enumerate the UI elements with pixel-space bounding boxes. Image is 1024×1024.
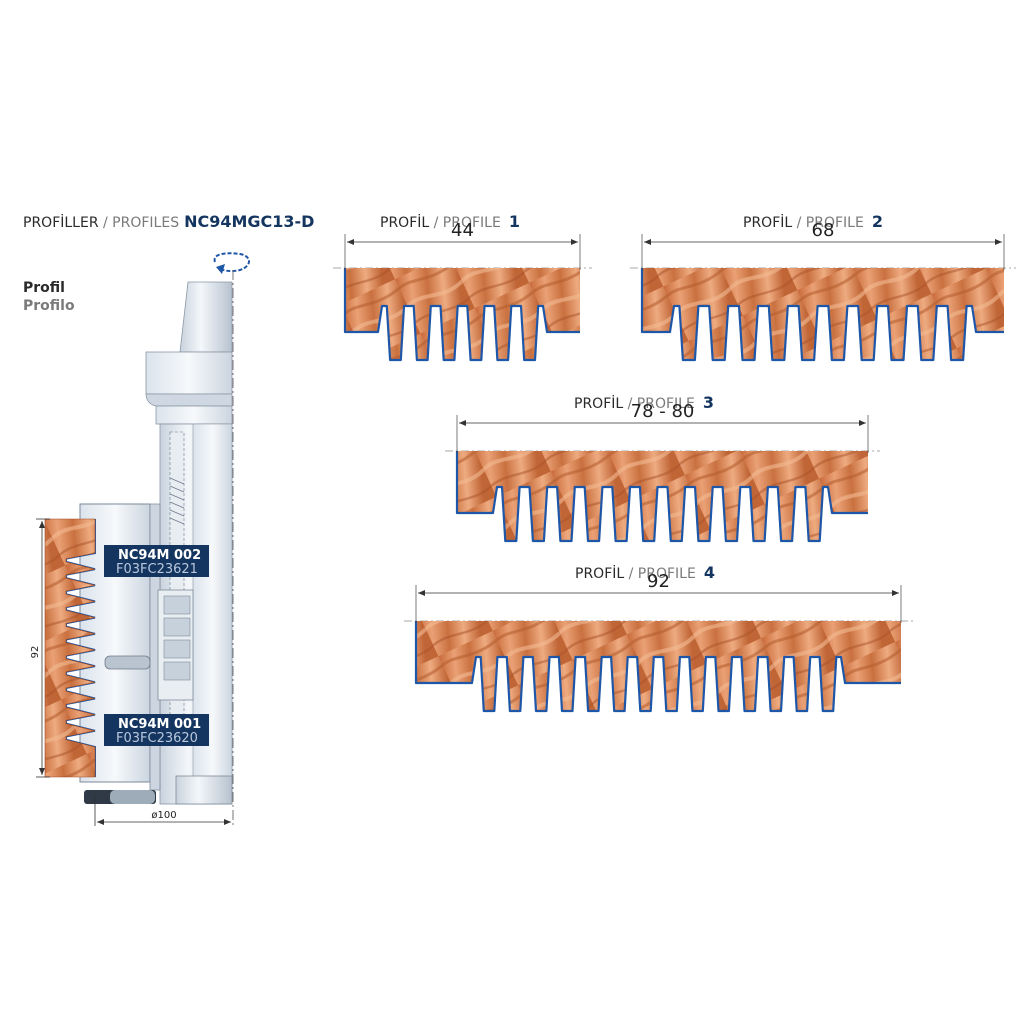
height-dimension: 92	[30, 646, 41, 659]
diameter-dimension: ø100	[151, 810, 176, 821]
profile-4-edge	[414, 621, 901, 713]
profile-4-width: 92	[647, 571, 670, 592]
plate-bottom-ref: F03FC23620	[116, 731, 198, 746]
plate-top-ref: F03FC23621	[116, 562, 198, 577]
plate-nc94m-002: NC94M 002 F03FC23621	[104, 545, 209, 577]
side-label-profilo: Profilo	[23, 298, 75, 314]
profile-2-edge	[640, 268, 1004, 362]
plate-top-code: NC94M 002	[118, 548, 201, 563]
profile-2-width: 68	[812, 220, 835, 241]
tool-workpiece	[44, 518, 96, 778]
tool-assembly: NC94M 002 F03FC23621 NC94M 001 F03FC2362…	[30, 252, 250, 826]
plate-bottom-code: NC94M 001	[118, 717, 201, 732]
profile-4-wood	[416, 621, 901, 711]
profile-1-width: 44	[451, 220, 474, 241]
profile-1-wood	[345, 268, 580, 360]
profile-3-edge	[455, 451, 868, 543]
profile-1-edge	[343, 268, 580, 362]
profile-2-wood	[642, 268, 1004, 360]
rotation-arrow-icon	[213, 252, 250, 274]
side-label-profil: Profil	[23, 280, 65, 296]
profile-3-width: 78 - 80	[631, 401, 695, 422]
plate-nc94m-001: NC94M 001 F03FC23620	[104, 714, 209, 746]
